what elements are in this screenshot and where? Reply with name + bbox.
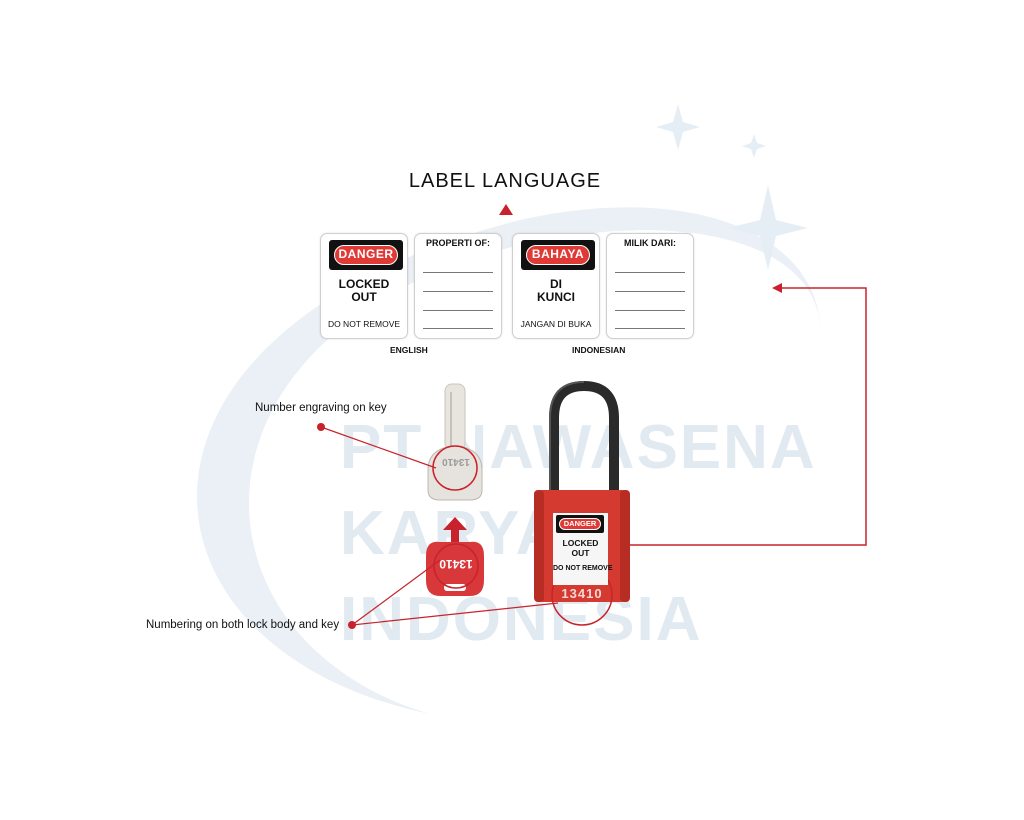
write-line bbox=[423, 310, 493, 311]
padlock-body-shade bbox=[620, 490, 630, 602]
silver-key-number: 13410 bbox=[442, 456, 470, 467]
callout-ring bbox=[433, 543, 479, 589]
callout-line bbox=[351, 602, 559, 626]
padlock-shackle bbox=[549, 380, 619, 492]
padlock-main-line-2: OUT bbox=[571, 548, 590, 558]
callout-key-engraving: Number engraving on key bbox=[255, 402, 387, 414]
up-arrow-icon bbox=[499, 204, 513, 215]
tag-sub-text: JANGAN DI BUKA bbox=[520, 319, 592, 329]
tag-main-line-2: OUT bbox=[351, 290, 377, 304]
language-label-english: ENGLISH bbox=[390, 345, 428, 355]
watermark-line-1: PT NAWASENA bbox=[340, 413, 817, 482]
tag-main-line-1: LOCKED bbox=[338, 277, 390, 291]
padlock-badge: DANGER bbox=[556, 515, 604, 533]
tag-sub-text: DO NOT REMOVE bbox=[327, 319, 401, 329]
write-line bbox=[615, 291, 685, 292]
padlock-sub-text: DO NOT REMOVE bbox=[553, 565, 613, 572]
padlock-shackle-highlight bbox=[549, 381, 585, 490]
tag-main-line-2: KUNCI bbox=[537, 290, 575, 304]
callout-ring bbox=[432, 445, 478, 491]
watermark-sparkle-medium bbox=[656, 104, 700, 150]
danger-badge-text: BAHAYA bbox=[526, 245, 590, 265]
silver-key-head bbox=[427, 445, 483, 501]
padlock-body-shade bbox=[534, 490, 544, 602]
tag-main-text: DI KUNCI bbox=[513, 278, 599, 304]
tag-main-line-1: DI bbox=[550, 277, 562, 291]
padlock-number: 13410 bbox=[561, 586, 603, 601]
property-heading: MILIK DARI: bbox=[624, 238, 676, 248]
write-line bbox=[423, 291, 493, 292]
tag-main-text: LOCKED OUT bbox=[321, 278, 407, 304]
connector-arrowhead bbox=[772, 283, 782, 293]
padlock-danger-label: DANGER LOCKED OUT DO NOT REMOVE bbox=[553, 513, 613, 585]
watermark-sparkle-small bbox=[742, 134, 766, 158]
write-line bbox=[615, 310, 685, 311]
connector-line bbox=[626, 287, 867, 546]
callout-line bbox=[351, 559, 441, 626]
danger-badge: DANGER bbox=[329, 240, 403, 270]
language-label-indonesian: INDONESIAN bbox=[572, 345, 626, 355]
callout-line bbox=[320, 426, 437, 469]
arrow-shaft bbox=[451, 528, 459, 542]
indonesian-property-tag: MILIK DARI: bbox=[606, 233, 694, 339]
write-line bbox=[423, 328, 493, 329]
english-property-tag: PROPERTI OF: bbox=[414, 233, 502, 339]
padlock-badge-text: DANGER bbox=[559, 518, 601, 530]
write-line bbox=[615, 328, 685, 329]
write-line bbox=[615, 272, 685, 273]
padlock-main-line-1: LOCKED bbox=[562, 538, 599, 548]
danger-badge: BAHAYA bbox=[521, 240, 595, 270]
write-line bbox=[423, 272, 493, 273]
indonesian-danger-tag: BAHAYA DI KUNCI JANGAN DI BUKA bbox=[512, 233, 600, 339]
silver-key-blade bbox=[444, 383, 466, 451]
padlock-main-text: LOCKED OUT bbox=[553, 538, 608, 558]
danger-badge-text: DANGER bbox=[334, 245, 398, 265]
arrow-up-icon bbox=[443, 517, 467, 530]
watermark-sparkle-large bbox=[728, 185, 808, 270]
page-title: LABEL LANGUAGE bbox=[408, 170, 602, 192]
property-heading: PROPERTI OF: bbox=[425, 238, 490, 248]
english-danger-tag: DANGER LOCKED OUT DO NOT REMOVE bbox=[320, 233, 408, 339]
red-key-number: 13410 bbox=[439, 557, 473, 571]
callout-numbering: Numbering on both lock body and key bbox=[146, 619, 340, 631]
